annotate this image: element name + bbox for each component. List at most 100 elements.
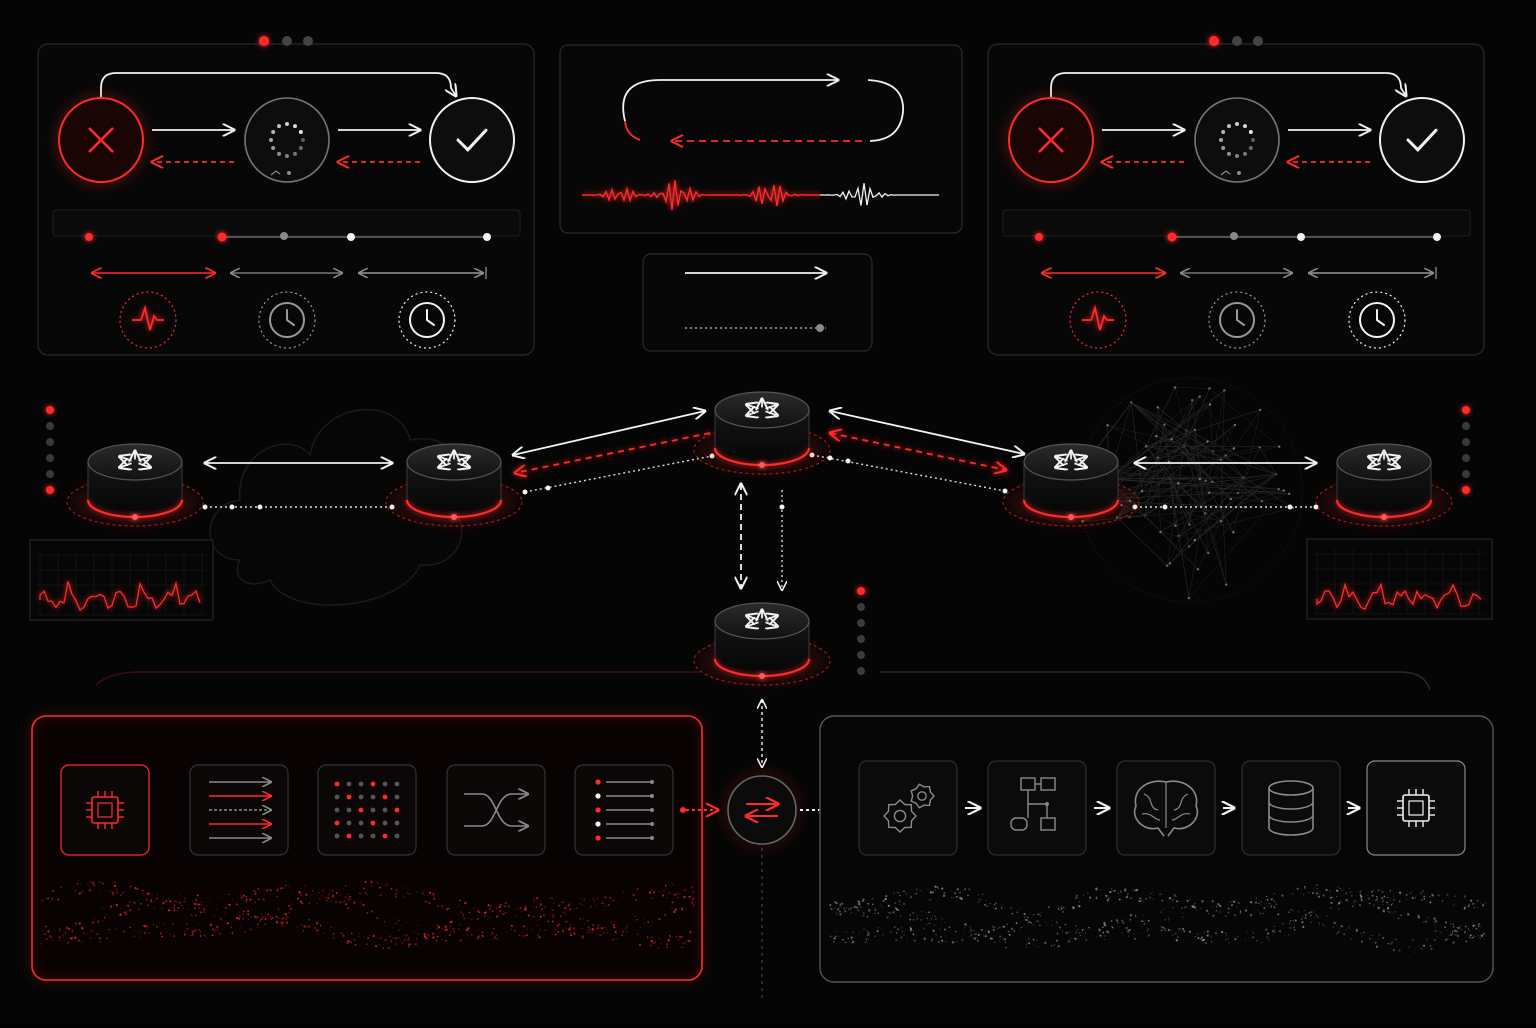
particle — [1375, 942, 1377, 944]
pipeline-stage-shuffle-icon — [447, 765, 545, 855]
particle — [868, 939, 869, 940]
pipeline-left — [32, 716, 718, 980]
mesh-node — [1208, 491, 1210, 493]
particle — [1132, 889, 1133, 890]
particle — [885, 895, 887, 897]
particle — [1279, 930, 1281, 932]
particle — [1266, 903, 1267, 904]
particle — [965, 934, 966, 935]
particle — [1182, 928, 1184, 930]
particle — [1107, 899, 1109, 901]
particle — [1311, 911, 1312, 912]
particle — [888, 905, 890, 907]
particle — [899, 895, 900, 896]
particle — [246, 896, 247, 897]
particle — [1041, 912, 1042, 913]
particle — [986, 905, 988, 907]
particle — [124, 911, 126, 913]
stage-card — [318, 765, 416, 855]
particle — [613, 926, 615, 928]
particle — [265, 890, 267, 892]
particle — [43, 934, 44, 935]
particle — [1165, 928, 1166, 929]
particle — [627, 925, 628, 926]
particle — [615, 931, 617, 933]
particle — [671, 908, 672, 909]
particle — [1329, 897, 1331, 899]
particle — [597, 927, 599, 929]
mesh-node — [1278, 445, 1280, 447]
timeline-dot — [347, 233, 355, 241]
particle — [1077, 938, 1078, 939]
particle — [440, 933, 441, 934]
particle — [519, 908, 521, 910]
particle — [227, 922, 229, 924]
particle — [1380, 889, 1381, 890]
particle — [1433, 921, 1434, 922]
particle — [502, 913, 503, 914]
particle — [464, 902, 466, 904]
particle — [839, 913, 841, 915]
particle — [1399, 892, 1401, 894]
particle — [310, 896, 311, 897]
particle — [192, 901, 193, 902]
particle — [1105, 895, 1107, 897]
particle — [917, 918, 919, 920]
particle — [139, 936, 141, 938]
particle — [288, 912, 289, 913]
particle — [397, 891, 399, 893]
particle — [403, 934, 404, 935]
particle — [910, 927, 912, 929]
particle — [951, 890, 952, 891]
pipeline-stage-chip-icon — [61, 765, 149, 855]
particle — [232, 899, 233, 900]
state-mark — [1237, 171, 1241, 175]
particle — [248, 914, 250, 916]
particle — [927, 933, 928, 934]
particle — [1256, 898, 1257, 899]
particle — [1187, 900, 1189, 902]
particle — [567, 905, 568, 906]
particle — [1051, 921, 1052, 922]
particle — [316, 934, 317, 935]
loop-panel-frame — [560, 45, 962, 233]
particle — [1304, 886, 1305, 887]
particle — [454, 928, 455, 929]
particle — [1267, 899, 1269, 901]
loading-dot — [285, 154, 289, 158]
particle — [238, 918, 240, 920]
loading-dot — [293, 124, 297, 128]
particle — [945, 922, 946, 923]
particle — [1316, 884, 1317, 885]
particle — [1139, 900, 1141, 902]
particle — [1339, 888, 1340, 889]
particle — [560, 915, 562, 917]
legend-panel — [643, 254, 872, 351]
particle — [114, 885, 116, 887]
particle — [1204, 932, 1205, 933]
particle — [194, 903, 196, 905]
particle — [416, 938, 417, 939]
particle — [1168, 920, 1169, 921]
particle — [516, 909, 517, 910]
particle — [49, 936, 50, 937]
particle — [1059, 926, 1061, 928]
particle — [1033, 939, 1035, 941]
particle — [157, 894, 158, 895]
particle — [1456, 931, 1458, 933]
particle — [1206, 910, 1208, 912]
particle — [999, 936, 1001, 938]
particle — [1057, 933, 1059, 935]
particle — [926, 924, 927, 925]
particle — [482, 935, 484, 937]
particle — [990, 898, 991, 899]
particle — [1316, 892, 1318, 894]
particle — [1106, 930, 1108, 932]
particle — [994, 904, 996, 906]
particle — [1096, 897, 1098, 899]
particle — [241, 927, 242, 928]
particle — [384, 921, 386, 923]
particle — [140, 932, 141, 933]
particle — [1272, 930, 1274, 932]
